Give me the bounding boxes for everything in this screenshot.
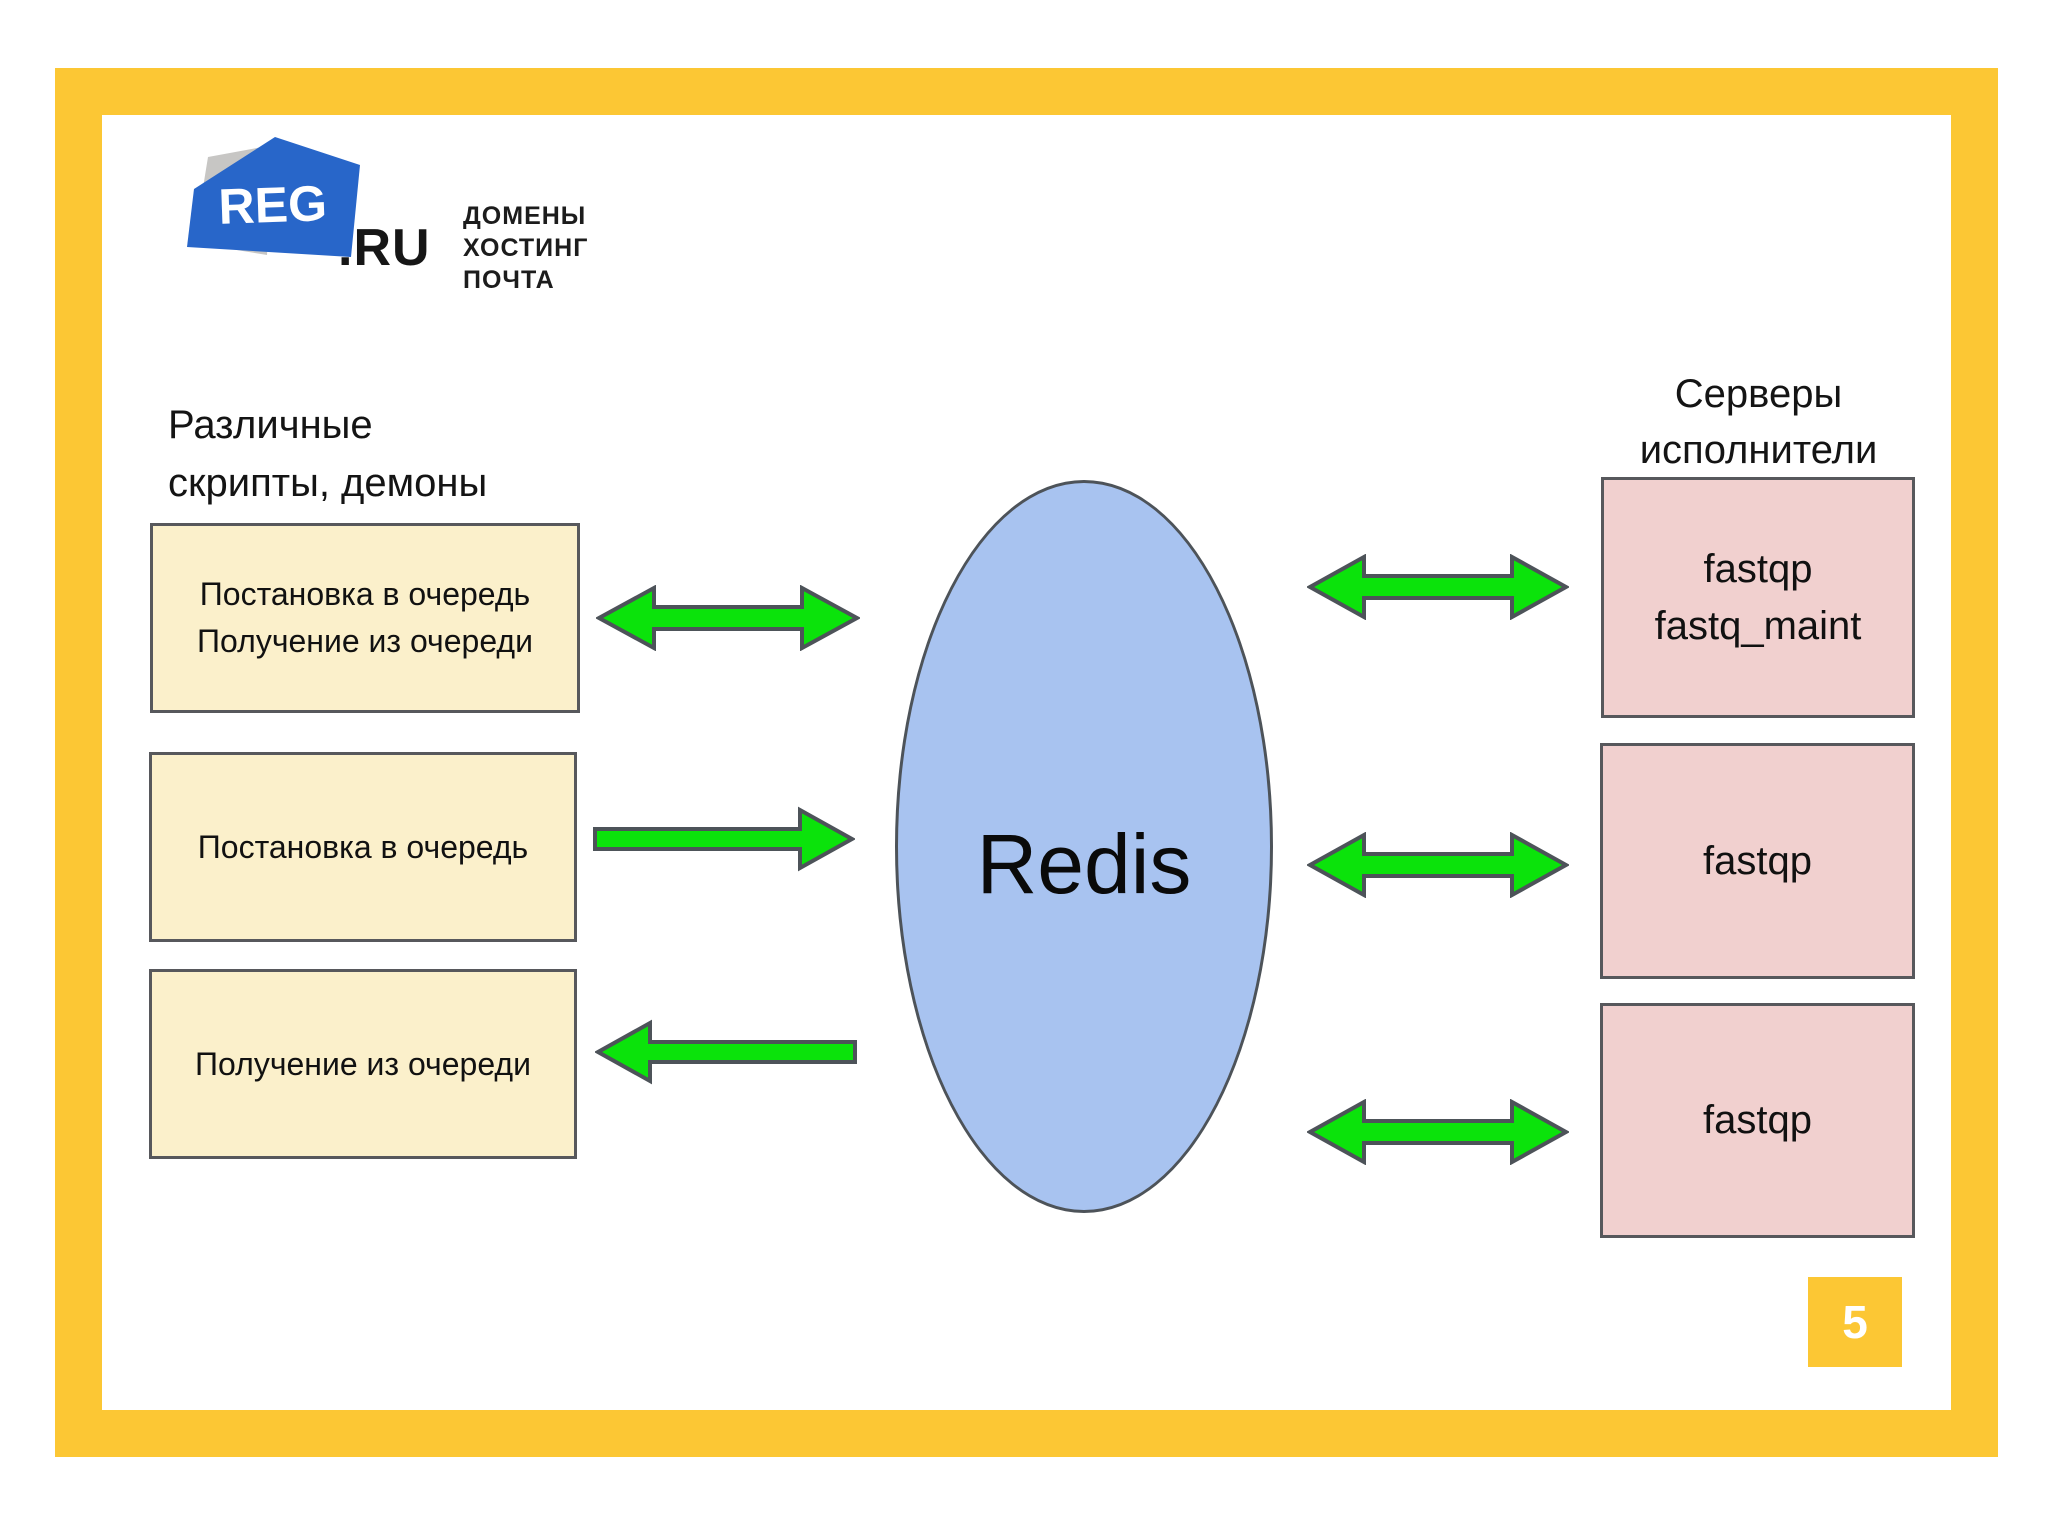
arrow-bidirectional-icon — [1307, 832, 1569, 898]
node-dequeue: Получение из очереди — [149, 969, 577, 1159]
tagline-line: ДОМЕНЫ — [463, 202, 587, 230]
arrow-bidirectional-icon — [1307, 1099, 1569, 1165]
node-text-line: fastqp — [1703, 1098, 1812, 1142]
node-text-line: Постановка в очередь — [199, 576, 531, 612]
node-text-line: fastqp — [1703, 546, 1813, 591]
node-text-line: Получение из очереди — [197, 623, 533, 659]
tagline-line: ХОСТИНГ — [463, 234, 589, 262]
logo-ru-text: .RU — [338, 219, 431, 277]
right-column-title: Серверы исполнители — [1576, 366, 1941, 478]
regru-logo-icon: REG — [187, 137, 360, 257]
left-title-line2: скрипты, демоны — [168, 461, 488, 505]
node-text-line: Постановка в очередь — [197, 828, 529, 865]
node-text-line: fastqp — [1703, 838, 1812, 883]
right-title-line1: Серверы — [1674, 372, 1843, 416]
node-enqueue-dequeue: Постановка в очередь Получение из очеред… — [150, 523, 580, 713]
logo-house-shape — [187, 137, 360, 257]
arrow-left-icon — [595, 1019, 857, 1085]
left-column-title: Различные скрипты, демоны — [168, 396, 487, 512]
logo-tagline: ДОМЕНЫ ХОСТИНГ ПОЧТА — [463, 200, 588, 296]
node-redis: Redis — [895, 480, 1273, 1213]
node-text-line: fastq_maint — [1654, 603, 1862, 648]
page-number-badge: 5 — [1808, 1277, 1902, 1367]
node-text-line: Получение из очереди — [195, 1045, 531, 1082]
node-fastqp-3: fastqp — [1600, 1003, 1915, 1238]
slide-border-frame — [55, 68, 1998, 1457]
logo-reg-text: REG — [218, 175, 328, 235]
redis-label: Redis — [976, 817, 1192, 911]
left-title-line1: Различные — [168, 403, 373, 447]
arrow-bidirectional-icon — [1307, 554, 1569, 620]
arrow-right-icon — [593, 806, 855, 872]
node-fastqp-fastq-maint: fastqp fastq_maint — [1601, 477, 1915, 718]
node-enqueue: Постановка в очередь — [149, 752, 577, 942]
arrow-bidirectional-icon — [596, 585, 860, 651]
right-title-line2: исполнители — [1639, 428, 1878, 472]
node-fastqp-2: fastqp — [1600, 743, 1915, 979]
tagline-line: ПОЧТА — [463, 266, 555, 294]
page-number: 5 — [1842, 1296, 1868, 1348]
